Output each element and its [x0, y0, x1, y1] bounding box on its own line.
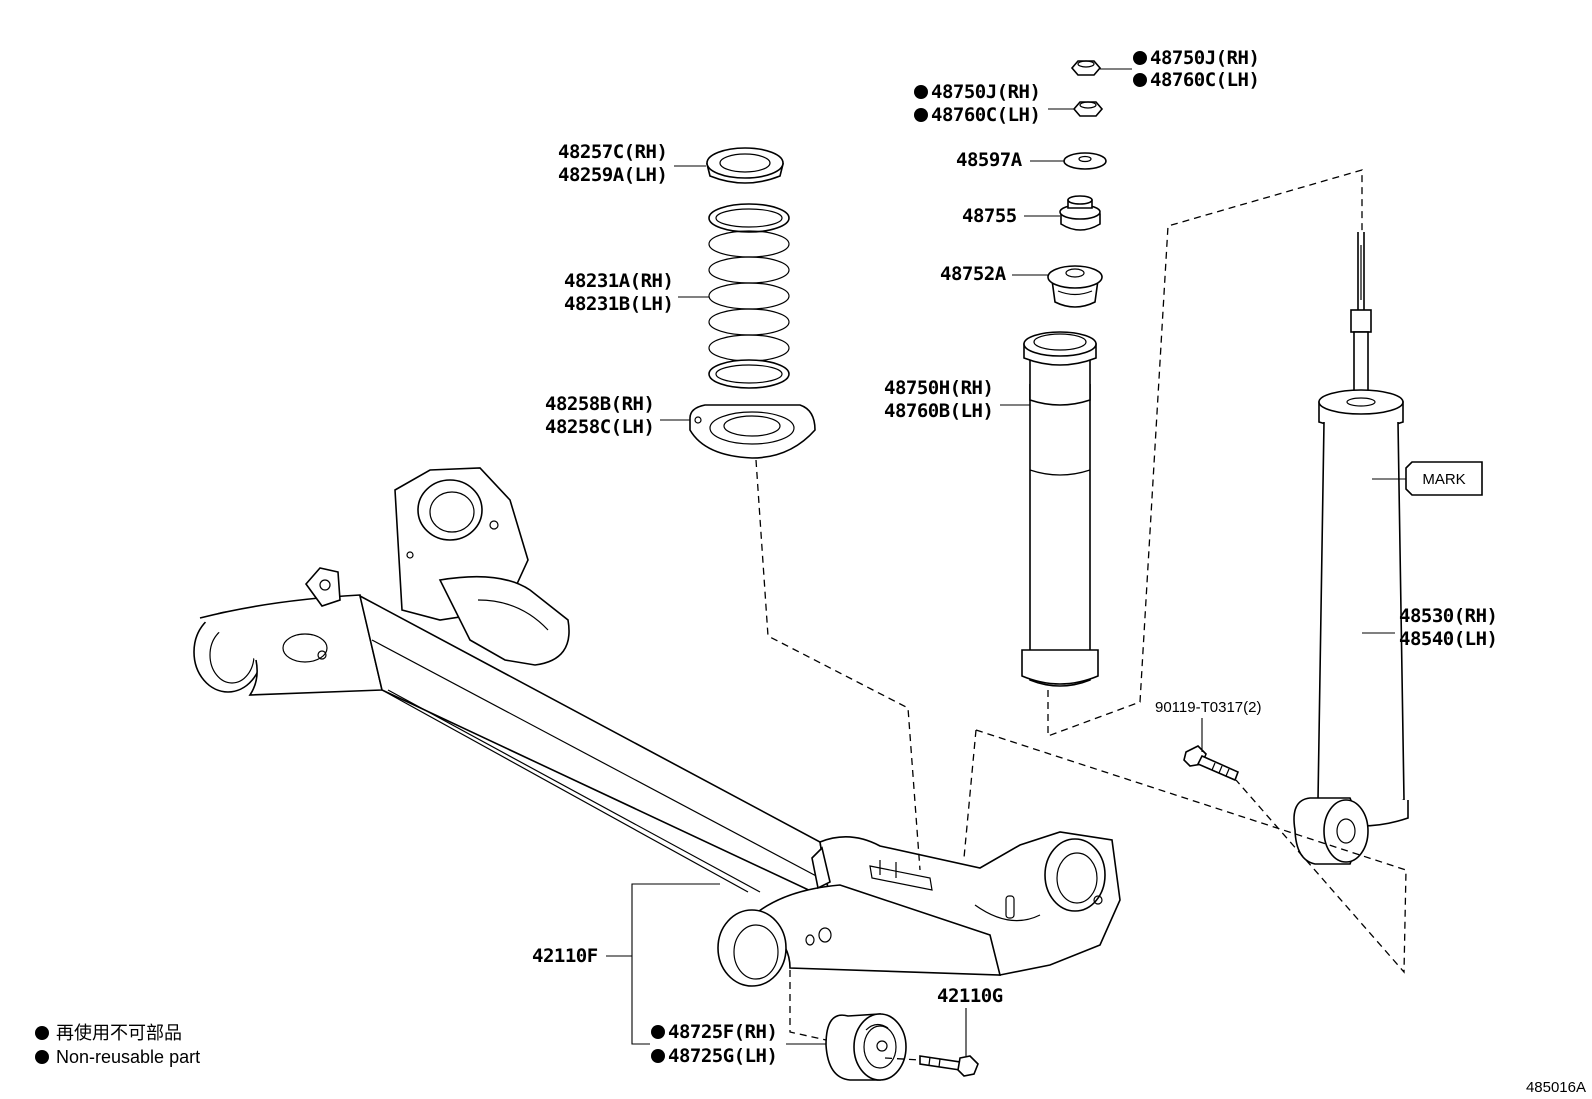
label-bushing-lh: 48725G(LH) — [668, 1045, 777, 1067]
legend-marker-en — [35, 1050, 49, 1064]
legend-en: Non-reusable part — [56, 1047, 200, 1067]
label-lower-insulator-lh: 48258C(LH) — [545, 416, 654, 438]
nonreusable-marker — [651, 1049, 665, 1063]
label-boot-rh: 48750H(RH) — [884, 377, 993, 399]
label-boot-lh: 48760B(LH) — [884, 400, 993, 422]
bolt-90119 — [1183, 745, 1240, 782]
bushing-48725f — [825, 1013, 907, 1081]
label-washer: 48597A — [956, 149, 1023, 171]
cushion-48755 — [1059, 195, 1101, 231]
label-coil-spring-lh: 48231B(LH) — [564, 293, 673, 315]
mark-text: MARK — [1422, 471, 1465, 488]
nonreusable-marker — [1133, 51, 1147, 65]
lower-insulator-48258b — [689, 404, 816, 459]
bound-stopper-48752a — [1047, 265, 1103, 308]
label-nut-top-rh: 48750J(RH) — [1150, 47, 1259, 69]
label-lower-insulator-rh: 48258B(RH) — [545, 393, 654, 415]
legend-marker-jp — [35, 1026, 49, 1040]
label-upper-insulator-lh: 48259A(LH) — [558, 164, 667, 186]
label-cushion: 48755 — [962, 205, 1017, 227]
label-axle-beam: 42110F — [532, 945, 598, 967]
label-nut-second-rh: 48750J(RH) — [931, 81, 1040, 103]
legend-jp: 再使用不可部品 — [56, 1023, 182, 1043]
nut-top — [1070, 60, 1102, 76]
drawing-id: 485016A — [1526, 1079, 1586, 1096]
label-shock-absorber-rh: 48530(RH) — [1399, 605, 1497, 627]
label-bound-stopper: 48752A — [940, 263, 1007, 285]
label-nut-top-lh: 48760C(LH) — [1150, 69, 1259, 91]
label-bushing-bolt: 42110G — [937, 985, 1003, 1007]
label-bolt-90119: 90119-T0317(2) — [1155, 699, 1261, 716]
upper-insulator-48257c — [705, 147, 785, 184]
label-coil-spring-rh: 48231A(RH) — [564, 270, 673, 292]
label-shock-absorber-lh: 48540(LH) — [1399, 628, 1497, 650]
rear-axle-beam-42110f — [193, 467, 1121, 987]
nonreusable-marker — [1133, 73, 1147, 87]
label-bushing-rh: 48725F(RH) — [668, 1021, 777, 1043]
nonreusable-marker — [651, 1025, 665, 1039]
mark-tag: MARK — [1372, 461, 1483, 496]
washer-48597a — [1063, 152, 1107, 170]
coil-spring-48231a — [708, 203, 790, 389]
shock-absorber-48530 — [1293, 232, 1409, 865]
boot-48750h — [1021, 331, 1099, 687]
label-upper-insulator-rh: 48257C(RH) — [558, 141, 667, 163]
nonreusable-marker — [914, 85, 928, 99]
nonreusable-marker — [914, 108, 928, 122]
nut-second — [1072, 101, 1104, 117]
label-nut-second-lh: 48760C(LH) — [931, 104, 1040, 126]
bolt-42110g — [919, 1055, 979, 1077]
